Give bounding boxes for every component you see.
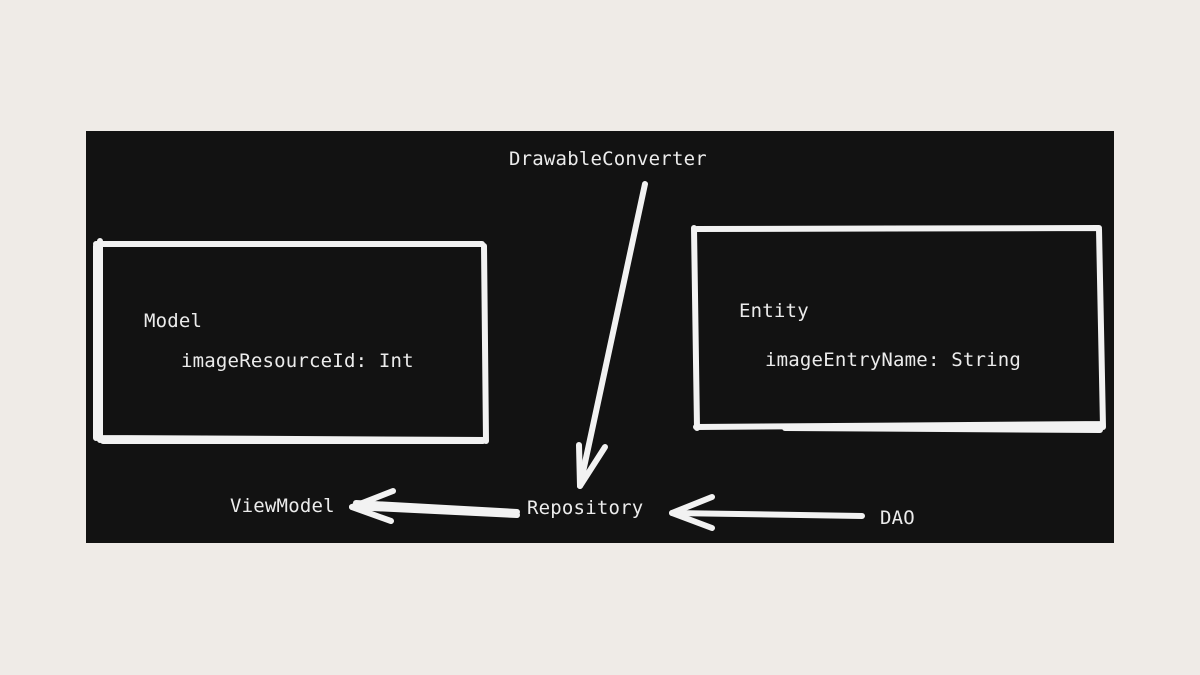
entity-field: imageEntryName: String [765,349,1022,371]
viewmodel-label: ViewModel [230,495,335,517]
drawable-converter-label: DrawableConverter [509,148,707,170]
repository-label: Repository [527,497,644,519]
diagram-board [86,131,1114,543]
model-field: imageResourceId: Int [181,350,414,372]
entity-title: Entity [739,300,809,322]
dao-label: DAO [880,507,915,529]
model-title: Model [144,310,203,332]
